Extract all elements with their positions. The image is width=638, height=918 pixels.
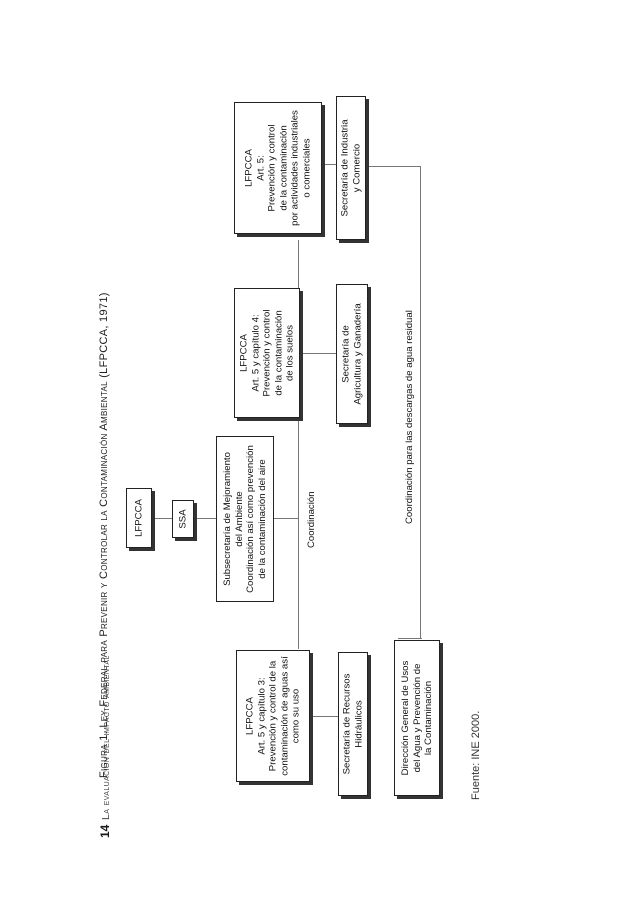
ssa-to-sub-line (194, 518, 218, 520)
lfpcca-cap3-text: LFPCCA Art. 5 y capítulo 3: Prevención y… (244, 656, 302, 776)
figure-source: Fuente: INE 2000. (470, 710, 482, 800)
ssa-box: SSA (172, 500, 194, 538)
page-number: 14 (98, 824, 112, 838)
cap4-to-agricultura-line (300, 353, 336, 355)
direccion-text: Dirección General de Usos del Agua y Pre… (399, 660, 434, 776)
lfpcca-cap4-text: LFPCCA Art. 5 y capítulo 4: Prevención y… (238, 309, 296, 397)
art5-to-industria-line (322, 164, 336, 166)
direccion-box: Dirección General de Usos del Agua y Pre… (394, 640, 440, 796)
subsecretaria-box: Subsecretaría de Mejoramiento del Ambien… (216, 436, 274, 602)
cap3-to-recursos-line (310, 716, 338, 718)
descargas-bottom-line (398, 638, 422, 640)
coordinacion-label: Coordinación (306, 491, 317, 548)
sec-agricultura-box: Secretaría de Agricultura y Ganadería (336, 284, 368, 424)
lfpcca-art5-box: LFPCCA Art. 5: Prevención y control de l… (234, 102, 322, 234)
sec-industria-text: Secretaría de Industria y Comercio (339, 119, 363, 217)
lfpcca-art5-text: LFPCCA Art. 5: Prevención y control de l… (243, 110, 313, 226)
sec-agricultura-text: Secretaría de Agricultura y Ganadería (340, 303, 364, 405)
lfpcca-root-label: LFPCCA (133, 499, 145, 537)
sub-to-spine-line (274, 518, 298, 520)
descargas-label: Coordinación para las descargas de agua … (404, 310, 415, 524)
sec-recursos-text: Secretaría de Recursos Hidráulicos (341, 673, 365, 775)
main-spine-line (298, 240, 300, 648)
lfpcca-root-box: LFPCCA (126, 488, 152, 548)
lfpcca-cap4-box: LFPCCA Art. 5 y capítulo 4: Prevención y… (234, 288, 300, 418)
descargas-top-line (366, 166, 420, 168)
subsecretaria-text: Subsecretaría de Mejoramiento del Ambien… (222, 445, 268, 593)
sec-industria-box: Secretaría de Industria y Comercio (336, 96, 366, 240)
figure-title: Figura 1. Ley Federal para Prevenir y Co… (98, 292, 110, 778)
root-to-ssa-line (150, 518, 174, 520)
lfpcca-cap3-box: LFPCCA Art. 5 y capítulo 3: Prevención y… (236, 650, 310, 782)
sec-recursos-box: Secretaría de Recursos Hidráulicos (338, 652, 368, 796)
descargas-vertical-line (420, 166, 422, 638)
ssa-label: SSA (177, 509, 189, 529)
cap3-to-spine-line (298, 648, 299, 649)
